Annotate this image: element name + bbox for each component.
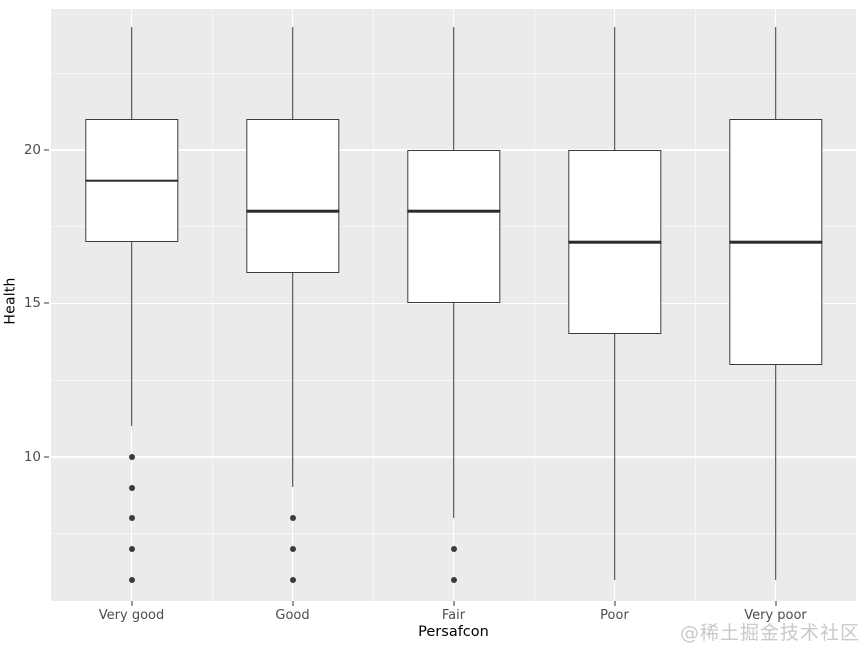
whisker-upper	[613, 27, 616, 151]
x-axis: Very good Good Fair Poor Very poor	[51, 601, 856, 627]
boxplot-fair	[51, 9, 856, 601]
watermark: @稀土掘金技术社区	[679, 622, 860, 644]
gridline-minor-vertical	[211, 9, 213, 601]
outlier-point	[450, 545, 457, 552]
plot-panel	[51, 9, 856, 601]
outlier-point	[128, 545, 135, 552]
x-tick-label-poor: Poor	[600, 608, 629, 623]
y-tick-mark	[44, 149, 49, 151]
box-iqr	[245, 119, 340, 273]
median-line	[406, 210, 501, 213]
gridline-minor-vertical	[533, 9, 535, 601]
outlier-point	[289, 515, 296, 522]
outlier-point	[128, 453, 135, 460]
x-tick-mark	[131, 601, 132, 606]
y-tick-label: 10	[23, 448, 41, 465]
y-axis-tick-labels: 10 15 20	[0, 0, 49, 649]
boxplot-very-poor	[51, 9, 856, 601]
whisker-lower	[291, 272, 294, 488]
y-tick-label: 15	[23, 295, 41, 312]
x-tick-mark	[614, 601, 615, 606]
whisker-upper	[452, 27, 455, 151]
x-tick-label-fair: Fair	[441, 608, 466, 623]
outlier-point	[289, 545, 296, 552]
median-line	[567, 240, 662, 244]
y-tick-mark	[44, 302, 49, 304]
x-tick-label-very-poor: Very poor	[744, 608, 807, 623]
outlier-point	[128, 576, 135, 583]
boxplot-very-good	[51, 9, 856, 601]
x-tick-label-very-good: Very good	[98, 608, 165, 623]
outlier-point	[128, 484, 135, 491]
gridline-minor-vertical	[372, 9, 374, 601]
outlier-point	[450, 576, 457, 583]
whisker-lower	[452, 303, 455, 519]
whisker-upper	[291, 27, 294, 120]
whisker-lower	[774, 364, 777, 580]
median-line	[728, 240, 823, 244]
boxplot-poor	[51, 9, 856, 601]
whisker-lower	[130, 242, 133, 427]
y-tick-mark	[44, 456, 49, 458]
gridline-minor-vertical	[694, 9, 696, 601]
x-tick-mark	[453, 601, 454, 606]
y-tick-label: 20	[23, 142, 41, 159]
outlier-point	[128, 515, 135, 522]
x-tick-label-good: Good	[275, 608, 310, 623]
x-tick-mark	[775, 601, 776, 606]
whisker-lower	[613, 334, 616, 580]
x-axis-title: Persafcon	[418, 624, 489, 640]
boxplot-good	[51, 9, 856, 601]
box-iqr	[406, 150, 501, 304]
whisker-upper	[130, 27, 133, 120]
median-line	[245, 210, 340, 213]
outlier-point	[289, 576, 296, 583]
median-line	[84, 179, 179, 183]
whisker-upper	[774, 27, 777, 120]
x-tick-mark	[292, 601, 293, 606]
